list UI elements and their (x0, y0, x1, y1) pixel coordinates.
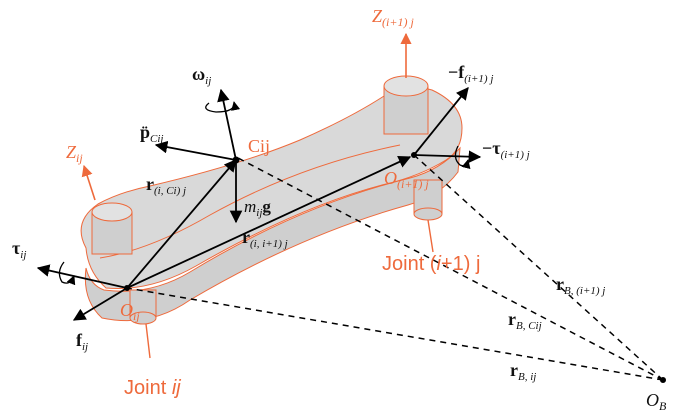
joint-i1j-label: Joint (i+1) j (382, 253, 480, 275)
p-cij-vector (154, 140, 237, 161)
r-i-ci-j-label: r(i, Ci) j (146, 174, 186, 197)
r-b-i1j-line (413, 154, 664, 381)
r-b-ij-label: rB, ij (510, 360, 536, 383)
f-ij-label: fij (76, 330, 88, 353)
neg-tau-i1j-label: −τ(i+1) j (482, 138, 530, 161)
joint-i1j-top-cylinder-cap (383, 75, 429, 97)
omega-ij-label: ωij (192, 64, 211, 87)
mg-label: mijg (244, 197, 271, 219)
r-i-i1-j-label: r(i, i+1) j (242, 227, 288, 250)
p-cij-label: p̈Cij (140, 122, 163, 145)
joint-ij-boss (91, 202, 157, 325)
link-ridge (99, 144, 401, 259)
o-b-label: OB (646, 390, 667, 413)
o-i1j-label: O(i+1) j (384, 168, 429, 191)
r-b-cij-line (237, 157, 664, 381)
o-ij-point (124, 285, 130, 291)
r-i-ci-j-vector (126, 159, 237, 289)
z-ij-axis (81, 164, 96, 201)
joint-i1j-leader (427, 219, 434, 253)
joint-ij-label: Joint ij (124, 377, 181, 399)
o-ij-label: Oij (120, 300, 140, 323)
joint-ij-bottom-cap (129, 311, 157, 325)
r-i-i1-j-vector (126, 156, 412, 289)
tau-ij-curl-icon (58, 261, 76, 286)
neg-tau-i1j-vector (413, 150, 482, 163)
tau-ij-vector (36, 264, 128, 289)
joint-i1j-boss (383, 75, 443, 221)
tau-i1j-curl-icon (454, 145, 471, 170)
joint-i1j-bottom-cap (413, 207, 443, 221)
o-i1j-point (411, 152, 417, 158)
f-ij-vector (72, 287, 128, 321)
o-b-point (660, 377, 666, 383)
omega-curl-icon (205, 101, 241, 113)
cij-point (232, 156, 240, 164)
joint-ij-leader (145, 323, 151, 359)
tau-ij-label: τij (12, 238, 26, 261)
joint-ij-top-cylinder-cap (91, 202, 133, 222)
r-b-ij-line (126, 287, 664, 381)
neg-f-i1j-label: −f(i+1) j (448, 62, 493, 85)
r-b-cij-label: rB, Cij (508, 309, 542, 332)
link-top-face (80, 86, 463, 289)
z-i1j-label: Z(i+1) j (372, 6, 414, 29)
z-ij-label: Zij (66, 142, 83, 165)
omega-ij-vector (217, 88, 237, 161)
neg-f-i1j-vector (413, 87, 469, 156)
r-b-i1j-label: rB, (i+1) j (556, 274, 605, 297)
cij-label: Cij (248, 136, 270, 156)
